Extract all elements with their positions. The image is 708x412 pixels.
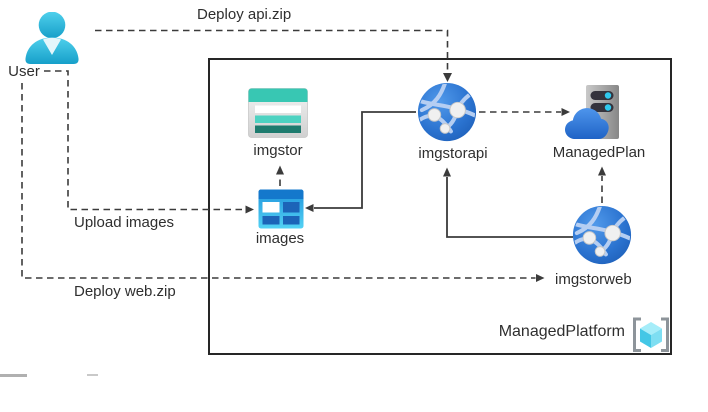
arrowhead-right-managedplan: [561, 108, 570, 116]
flow-upload-images-label: Upload images: [74, 214, 175, 231]
arrowhead-up-managedplan: [598, 166, 606, 176]
storage-account-icon: [248, 88, 308, 138]
arrowhead-down-imgstorapi: [443, 73, 452, 82]
arrowhead-up-imgstor: [276, 165, 284, 175]
arrowhead-right-imgstorweb: [536, 274, 545, 282]
flow-upload-images-line: [44, 70, 245, 211]
app-service-icon-imgstorapi: [416, 81, 478, 143]
node-label-imgstorapi: imgstorapi: [418, 145, 488, 162]
managed-platform-label: ManagedPlatform: [498, 323, 625, 340]
flow-deploy-api-label: Deploy api.zip: [197, 6, 292, 23]
link-web-api-line: [446, 177, 573, 238]
cube-brackets-icon: [633, 317, 669, 352]
arrowhead-right-images: [245, 205, 254, 214]
node-label-imgstor: imgstor: [253, 142, 303, 159]
user-label: User: [8, 63, 40, 80]
node-label-imgstorweb: imgstorweb: [555, 271, 632, 288]
flow-deploy-web-label: Deploy web.zip: [74, 283, 176, 300]
blob-container-icon: [258, 189, 304, 229]
screen-artifact-tick: [87, 374, 98, 376]
arrowhead-left-images: [305, 204, 314, 212]
user-icon: [25, 12, 79, 64]
arrowhead-up-imgstorapi: [443, 167, 451, 177]
managed-platform-boundary: [208, 58, 672, 355]
link-api-images-line: [314, 111, 416, 209]
node-label-images: images: [255, 230, 305, 247]
screen-artifact-bar: [0, 374, 27, 377]
app-service-icon-imgstorweb: [571, 204, 633, 266]
app-service-plan-icon: [565, 85, 619, 139]
node-label-managedplan: ManagedPlan: [552, 144, 646, 161]
flow-deploy-api-line: [95, 29, 449, 73]
